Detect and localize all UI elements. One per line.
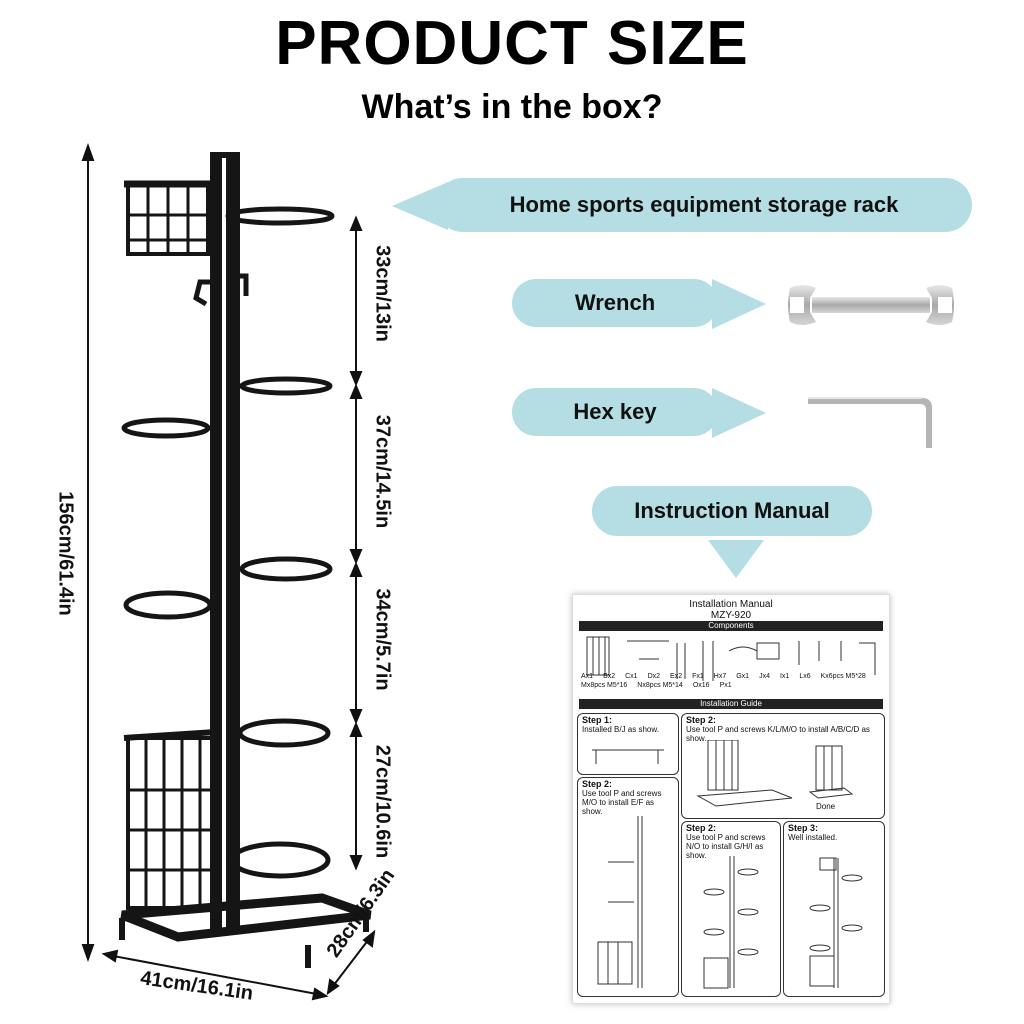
- wrench-icon: [788, 285, 954, 325]
- hex-key-label: Hex key: [573, 399, 657, 424]
- part-label: Mx8pcs M5*16: [581, 682, 628, 689]
- manual-model: MZY-920: [710, 610, 752, 621]
- step-drawing: [597, 816, 643, 988]
- parts-list: Ax1 Bx2 Cx1 Dx2 Ex2 Fx1 Hx7 Gx1 Jx4 Ix1 …: [581, 673, 881, 689]
- depth-arrow: [326, 929, 376, 996]
- step-text: Use tool P and screws M/O to install E/F…: [582, 789, 662, 816]
- hex-key-pill: Hex key: [512, 388, 718, 436]
- rack-pill: Home sports equipment storage rack: [436, 178, 972, 232]
- part-label: Ix1: [779, 673, 790, 680]
- step-title: Step 1:: [582, 715, 613, 725]
- step-drawing: [696, 740, 854, 807]
- part-label: Kx6pcs M5*28: [820, 673, 866, 680]
- part-label: Ax1: [581, 673, 594, 680]
- height-arrow: [81, 143, 95, 962]
- part-label: Fx1: [692, 673, 704, 680]
- segment-arrows: [349, 215, 363, 871]
- part-label: Px1: [719, 682, 732, 689]
- rack-label: Home sports equipment storage rack: [509, 192, 899, 217]
- step-text: Installed B/J as show.: [582, 725, 659, 734]
- step-box: Step 2: Use tool P and screws K/L/M/O to…: [681, 713, 885, 819]
- step-box: Step 1: Installed B/J as show.: [577, 713, 679, 775]
- manual-label: Instruction Manual: [634, 498, 830, 523]
- step-text: Well installed.: [788, 833, 838, 842]
- step-title: Step 3:: [788, 823, 819, 833]
- step-drawing: [592, 749, 664, 764]
- instruction-manual-sheet: Installation Manual MZY-920 Components A…: [572, 594, 890, 1004]
- right-arrow-icon: [712, 279, 766, 329]
- wrench-pill: Wrench: [512, 279, 718, 327]
- step-drawing: [703, 856, 759, 989]
- part-label: Ex2: [670, 673, 683, 680]
- part-label: Dx2: [647, 673, 661, 680]
- part-label: Cx1: [625, 673, 638, 680]
- segment-2-label: 37cm/14.5in: [371, 414, 394, 529]
- rack-illustration: [81, 143, 376, 1001]
- part-label: Gx1: [736, 673, 750, 680]
- manual-pill: Instruction Manual: [592, 486, 872, 536]
- part-label: Lx6: [799, 673, 811, 680]
- step-text: Use tool P and screws K/L/M/O to install…: [686, 725, 870, 743]
- components-grid: [579, 635, 883, 699]
- step-title: Step 2:: [686, 715, 717, 725]
- page-title: PRODUCT SIZE: [275, 9, 749, 78]
- hex-key-icon: [808, 397, 932, 448]
- step-drawing: [809, 857, 863, 988]
- part-label: Hx7: [713, 673, 727, 680]
- down-arrow-icon: [708, 540, 764, 578]
- manual-title: Installation Manual: [689, 599, 773, 610]
- segment-1-label: 33cm/13in: [371, 245, 394, 342]
- components-drawing: [586, 636, 876, 681]
- step-box: Step 2: Use tool P and screws M/O to ins…: [577, 777, 679, 997]
- part-label: Bx2: [603, 673, 616, 680]
- segment-4-label: 27cm/10.6in: [371, 744, 394, 859]
- done-label: Done: [816, 802, 836, 811]
- step-text: Use tool P and screws N/O to install G/H…: [686, 833, 766, 860]
- step-title: Step 2:: [686, 823, 717, 833]
- segment-3-label: 34cm/5.7in: [371, 588, 394, 691]
- step-title: Step 2:: [582, 779, 613, 789]
- rack: [119, 152, 372, 968]
- left-arrow-icon: [392, 182, 448, 230]
- part-label: Ox16: [692, 682, 710, 689]
- step-box: Step 3: Well installed.: [783, 821, 885, 997]
- wrench-label: Wrench: [574, 290, 656, 315]
- part-label: Nx8pcs M5*14: [637, 682, 683, 689]
- right-arrow-icon: [712, 388, 766, 438]
- width-arrow: [101, 949, 329, 1001]
- page-subtitle: What’s in the box?: [361, 88, 663, 126]
- part-label: Jx4: [759, 673, 770, 680]
- height-total-label: 156cm/61.4in: [54, 491, 77, 616]
- step-box: Step 2: Use tool P and screws N/O to ins…: [681, 821, 781, 997]
- components-band: Components: [579, 621, 883, 631]
- installation-guide-band: Installation Guide: [579, 699, 883, 709]
